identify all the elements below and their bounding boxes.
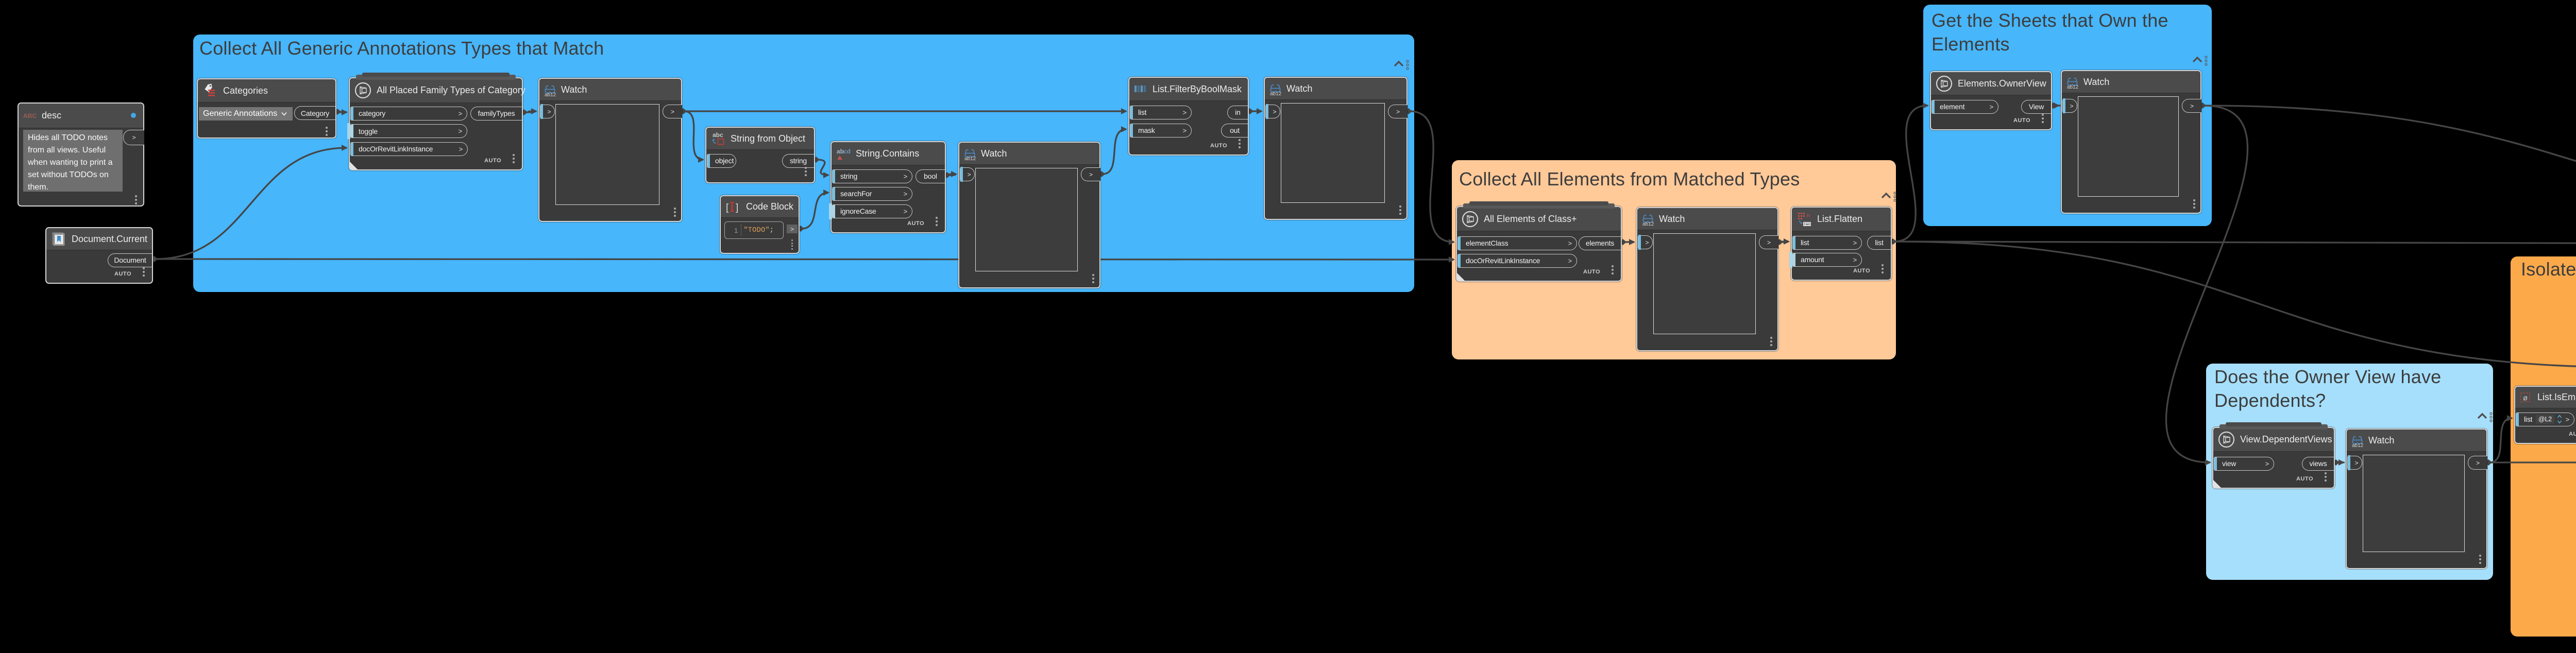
- svg-text:ab: ab: [837, 148, 844, 155]
- svg-text:ab12: ab12: [2067, 84, 2078, 89]
- svg-text:ab12: ab12: [1270, 91, 1281, 96]
- svg-text:]: ]: [736, 202, 738, 213]
- svg-text:abc: abc: [713, 131, 723, 139]
- svg-text:ab12: ab12: [545, 92, 556, 97]
- svg-text:[: [: [726, 202, 729, 213]
- svg-text:ABC: ABC: [23, 112, 37, 119]
- svg-text:ab12: ab12: [1642, 221, 1654, 226]
- svg-text:ab12: ab12: [2352, 443, 2363, 448]
- svg-text:n: n: [1807, 213, 1810, 219]
- svg-text:ab12: ab12: [964, 156, 976, 161]
- svg-text:ø: ø: [2523, 393, 2528, 402]
- svg-text:cd: cd: [843, 148, 851, 155]
